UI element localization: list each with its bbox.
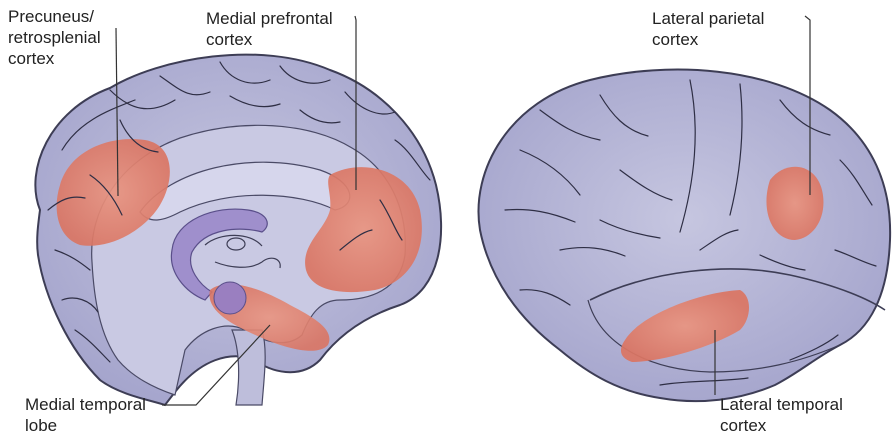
medial-prefrontal-label: Medial prefrontal cortex xyxy=(206,8,333,50)
lateral-parietal-label: Lateral parietal cortex xyxy=(652,8,764,50)
brainstem xyxy=(232,330,265,405)
lateral-brain-view xyxy=(478,70,890,402)
medial-temporal-label: Medial temporal lobe xyxy=(25,394,146,436)
medial-brain-view xyxy=(35,55,441,405)
lateral-temporal-label: Lateral temporal cortex xyxy=(720,394,843,436)
hippocampus-node xyxy=(214,282,246,314)
precuneus-retrosplenial-label: Precuneus/ retrosplenial cortex xyxy=(8,6,101,69)
